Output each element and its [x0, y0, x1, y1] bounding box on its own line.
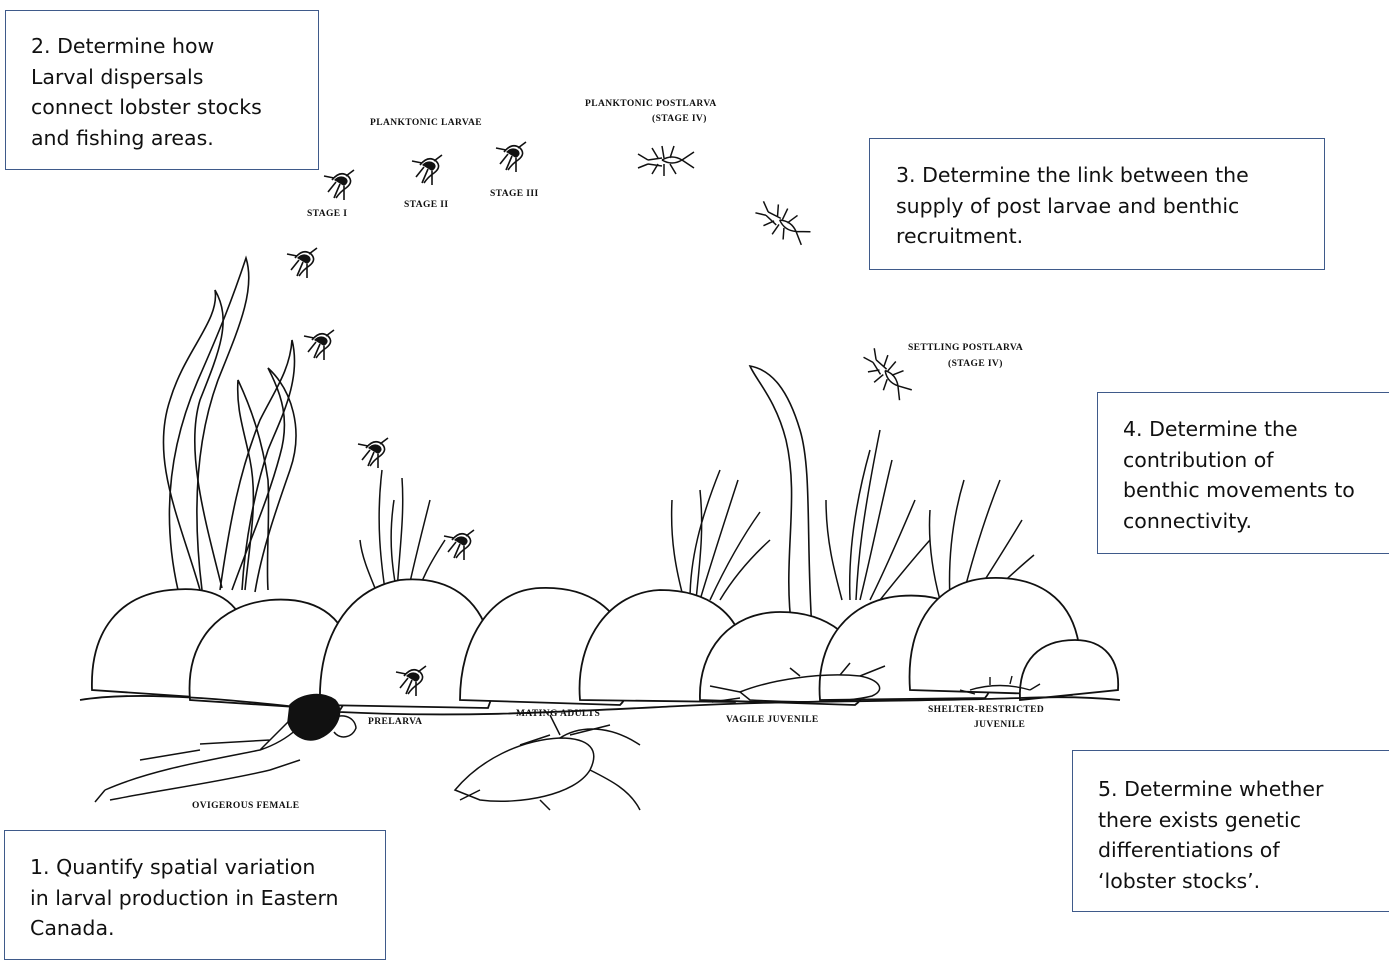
label-planktonic-postlarva-stage: (STAGE IV): [652, 113, 707, 124]
label-ovigerous-female: OVIGEROUS FEMALE: [192, 801, 299, 811]
label-shelter-restricted-juvenile: JUVENILE: [974, 720, 1025, 730]
label-planktonic-larvae: PLANKTONIC LARVAE: [370, 118, 482, 128]
larva-icon: [412, 155, 442, 185]
kelp-icon: [750, 366, 812, 630]
objective-box-5: 5. Determine whether there exists geneti…: [1072, 750, 1389, 912]
objective-box-4: 4. Determine the contribution of benthic…: [1097, 392, 1389, 554]
larva-icon: [444, 530, 474, 560]
lobster-icon: [455, 715, 640, 810]
label-stage-3: STAGE III: [490, 189, 539, 199]
label-shelter-restricted: SHELTER-RESTRICTED: [928, 705, 1044, 715]
label-settling-postlarva: SETTLING POSTLARVA: [908, 343, 1023, 353]
larva-icon: [496, 142, 526, 172]
larva-icon: [324, 170, 354, 200]
label-mating-adults: MATING ADULTS: [516, 709, 600, 719]
label-prelarva: PRELARVA: [368, 717, 422, 727]
larva-icon: [287, 248, 317, 278]
label-stage-1: STAGE I: [307, 209, 347, 219]
objective-box-3: 3. Determine the link between the supply…: [869, 138, 1325, 270]
label-planktonic-postlarva: PLANKTONIC POSTLARVA: [585, 99, 717, 109]
objective-box-1: 1. Quantify spatial variation in larval …: [4, 830, 386, 960]
kelp-icon: [163, 258, 296, 592]
objective-box-2: 2. Determine how Larval dispersals conne…: [5, 10, 319, 170]
postlarva-icon: [751, 195, 814, 252]
seagrass-icon: [360, 430, 1034, 610]
larva-icon: [358, 438, 388, 468]
label-stage-2: STAGE II: [404, 200, 448, 210]
label-vagile-juvenile: VAGILE JUVENILE: [726, 715, 819, 725]
label-settling-postlarva-stage: (STAGE IV): [948, 358, 1003, 369]
lobster-icon: [95, 695, 356, 802]
larva-icon: [304, 330, 334, 360]
postlarva-icon: [638, 146, 694, 176]
rock-icon: [80, 578, 1120, 715]
